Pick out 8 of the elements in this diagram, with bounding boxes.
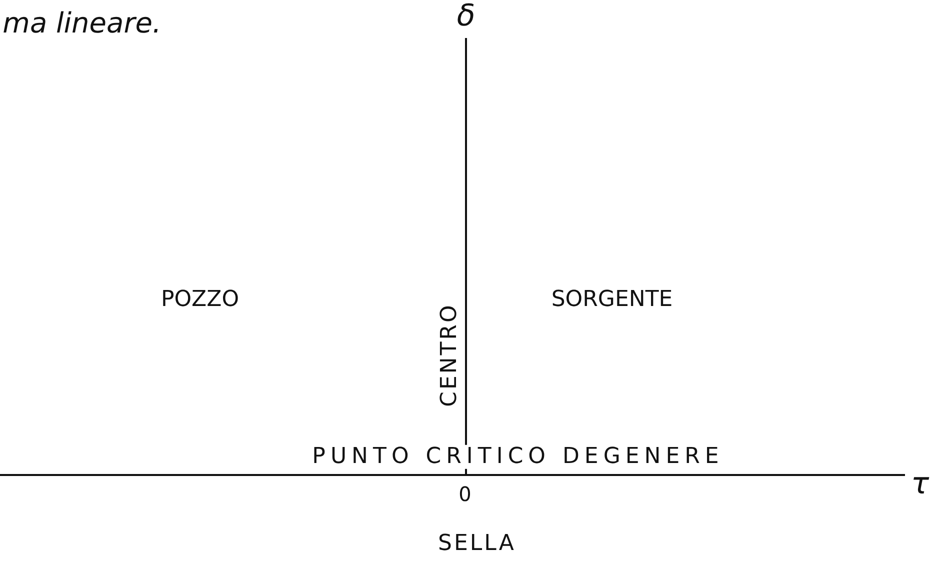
region-label: CENTRO bbox=[438, 302, 462, 409]
axis-label: δ bbox=[456, 0, 476, 32]
region-label: POZZO bbox=[160, 288, 240, 312]
region-label: SORGENTE bbox=[550, 288, 674, 312]
axis-label: τ bbox=[910, 468, 930, 500]
point-label: SELLA bbox=[437, 532, 517, 556]
origin-label: 0 bbox=[458, 483, 472, 505]
handwritten-note: ma lineare. bbox=[2, 8, 162, 40]
